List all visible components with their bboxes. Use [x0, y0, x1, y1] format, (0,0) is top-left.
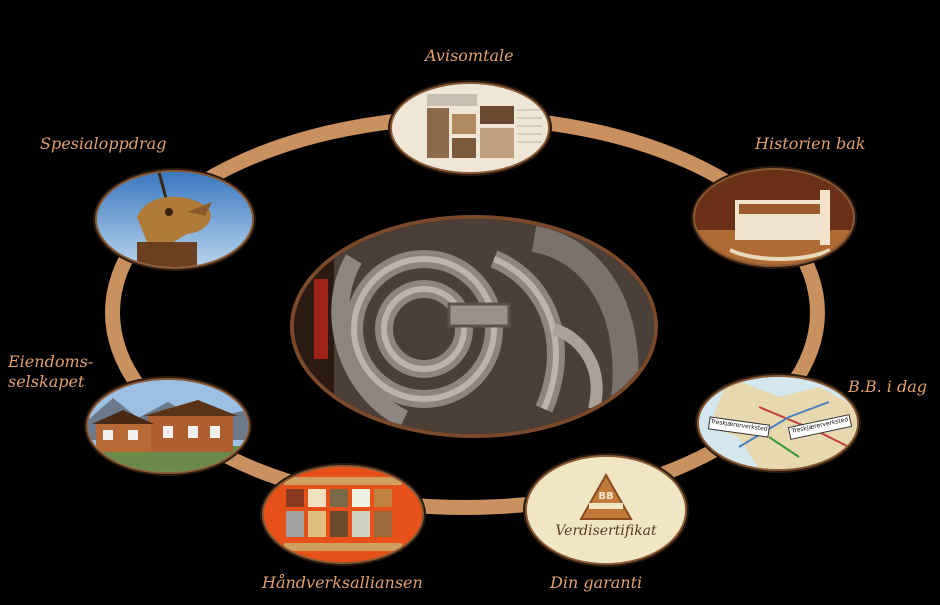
label-eiendoms-line1[interactable]: Eiendoms- — [8, 352, 94, 371]
label-handverksalliansen[interactable]: Håndverksalliansen — [262, 573, 423, 592]
label-din-garanti[interactable]: Din garanti — [550, 573, 643, 592]
node-handverksalliansen[interactable] — [262, 465, 424, 564]
label-bb-i-dag[interactable]: B.B. i dag — [848, 377, 927, 396]
node-avisomtale[interactable] — [390, 82, 550, 174]
node-eiendomsselskapet[interactable] — [86, 378, 250, 474]
node-historien-bak[interactable] — [693, 168, 855, 267]
label-avisomtale[interactable]: Avisomtale — [425, 46, 514, 65]
cert-text: Verdisertifikat — [555, 523, 657, 539]
cert-mark: BB — [598, 491, 614, 502]
label-historien-bak[interactable]: Historien bak — [755, 134, 866, 153]
label-eiendoms-line2[interactable]: selskapet — [8, 372, 85, 391]
node-bb-i-dag[interactable]: Treskjærerverksted Treskjærerverksted — [697, 375, 859, 471]
node-din-garanti[interactable]: BB Verdisertifikat — [525, 455, 687, 565]
node-spesialoppdrag[interactable] — [95, 170, 254, 269]
center-carving-image — [290, 215, 658, 438]
label-spesialoppdrag[interactable]: Spesialoppdrag — [40, 134, 167, 153]
